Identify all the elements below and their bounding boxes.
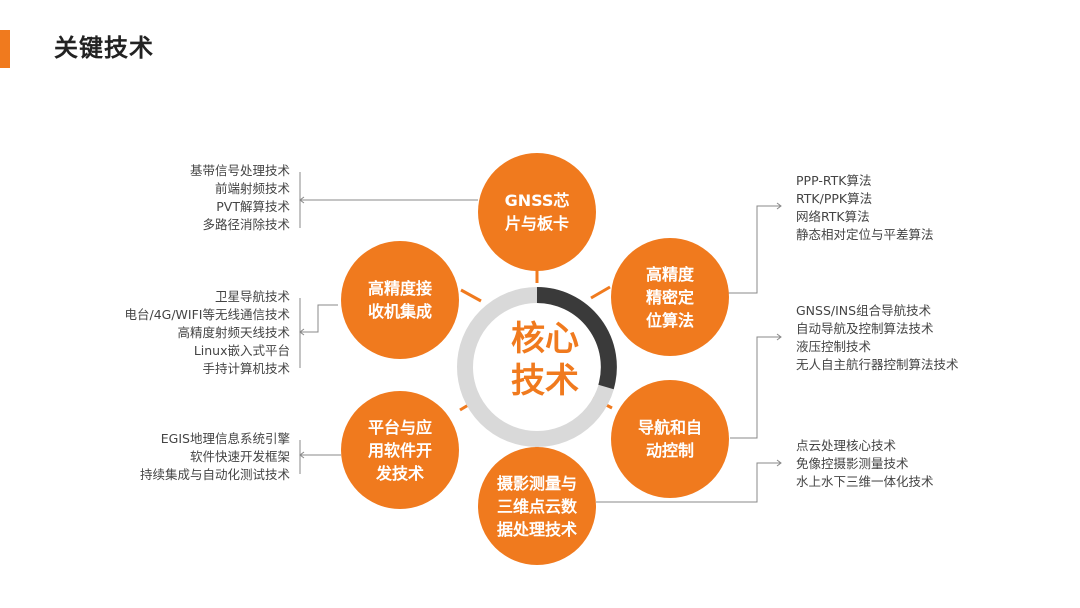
list-item: 水上水下三维一体化技术 xyxy=(796,474,934,489)
list-navigation: GNSS/INS组合导航技术 自动导航及控制算法技术 液压控制技术 无人自主航行… xyxy=(796,302,959,374)
title-accent-bar xyxy=(0,30,10,68)
bracket-platform xyxy=(299,440,341,474)
list-item: 无人自主航行器控制算法技术 xyxy=(796,357,959,372)
node-gnss-chip: GNSS芯 片与板卡 xyxy=(478,153,596,271)
list-item: 免像控摄影测量技术 xyxy=(796,456,909,471)
list-platform: EGIS地理信息系统引擎 软件快速开发框架 持续集成与自动化测试技术 xyxy=(140,430,290,484)
bracket-nav xyxy=(730,336,781,439)
list-item: PVT解算技术 xyxy=(216,199,290,214)
bracket-gnss xyxy=(299,172,478,228)
list-precise: PPP-RTK算法 RTK/PPK算法 网络RTK算法 静态相对定位与平差算法 xyxy=(796,172,934,244)
list-gnss: 基带信号处理技术 前端射频技术 PVT解算技术 多路径消除技术 xyxy=(190,162,290,234)
node-receiver-integration: 高精度接 收机集成 xyxy=(341,241,459,359)
list-item: 自动导航及控制算法技术 xyxy=(796,321,934,336)
list-item: 液压控制技术 xyxy=(796,339,872,354)
core-ring-highlight xyxy=(536,287,617,390)
bracket-photo xyxy=(596,462,781,503)
list-item: EGIS地理信息系统引擎 xyxy=(160,431,290,446)
list-item: 静态相对定位与平差算法 xyxy=(796,227,934,242)
node-photogrammetry: 摄影测量与 三维点云数 据处理技术 xyxy=(478,447,596,565)
list-item: 高精度射频天线技术 xyxy=(177,325,290,340)
list-receiver: 卫星导航技术 电台/4G/WIFI等无线通信技术 高精度射频天线技术 Linux… xyxy=(125,288,291,378)
spoke-precise xyxy=(590,285,611,300)
list-item: 持续集成与自动化测试技术 xyxy=(139,467,290,482)
node-navigation-control: 导航和自 动控制 xyxy=(611,380,729,498)
list-item: 前端射频技术 xyxy=(214,181,290,196)
core-label: 核心 技术 xyxy=(511,319,579,401)
node-precise-positioning: 高精度 精密定 位算法 xyxy=(611,238,729,356)
bracket-precise xyxy=(727,205,781,294)
list-item: 软件快速开发框架 xyxy=(189,449,290,464)
list-item: 网络RTK算法 xyxy=(796,209,870,224)
list-item: 卫星导航技术 xyxy=(214,289,290,304)
list-item: PPP-RTK算法 xyxy=(796,173,872,188)
list-item: Linux嵌入式平台 xyxy=(193,343,290,358)
bracket-receiver xyxy=(299,298,338,368)
page-title: 关键技术 xyxy=(54,34,154,62)
spoke-receiver xyxy=(460,288,482,303)
list-photogrammetry: 点云处理核心技术 免像控摄影测量技术 水上水下三维一体化技术 xyxy=(796,437,934,491)
list-item: 基带信号处理技术 xyxy=(189,163,290,178)
list-item: RTK/PPK算法 xyxy=(796,191,873,206)
list-item: 电台/4G/WIFI等无线通信技术 xyxy=(124,307,291,322)
list-item: 多路径消除技术 xyxy=(202,217,290,232)
list-item: GNSS/INS组合导航技术 xyxy=(796,303,932,318)
list-item: 点云处理核心技术 xyxy=(796,438,897,453)
node-platform-software: 平台与应 用软件开 发技术 xyxy=(341,391,459,509)
list-item: 手持计算机技术 xyxy=(202,361,290,376)
